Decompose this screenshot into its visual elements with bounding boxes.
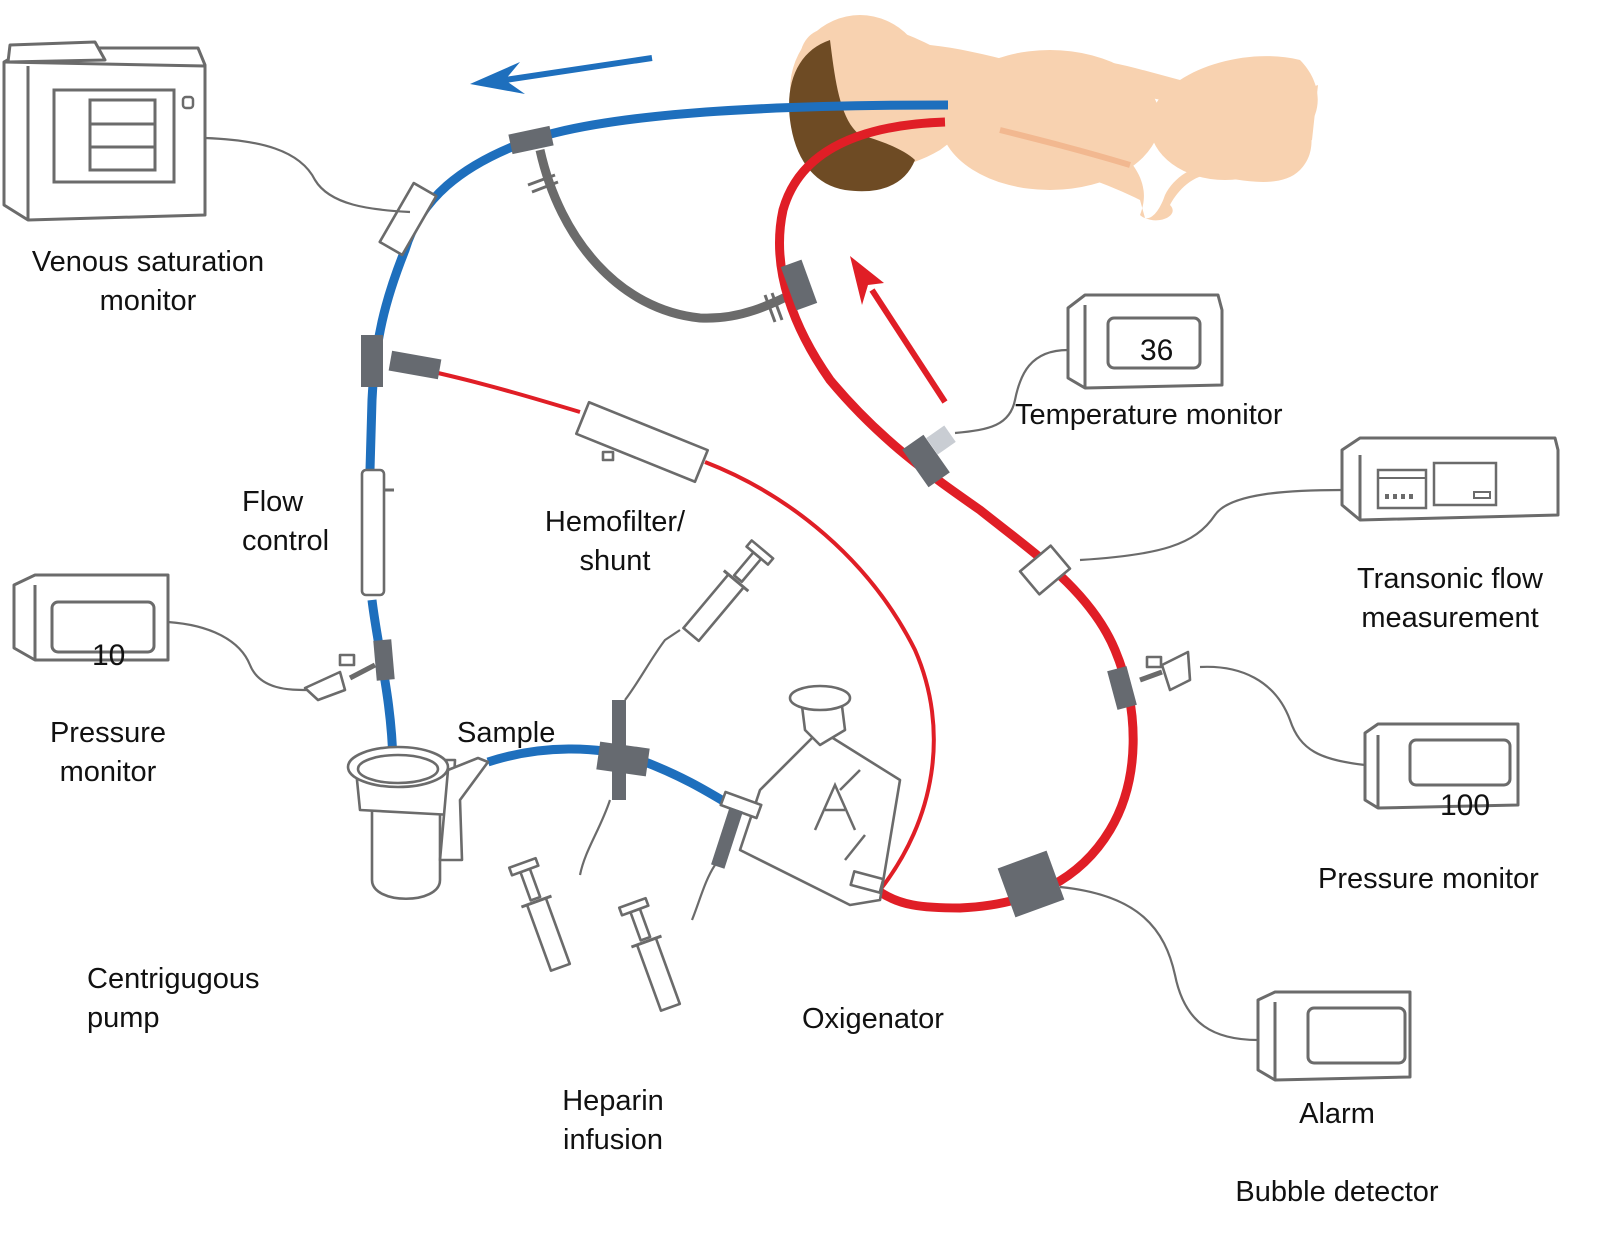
label-sample: Sample [457,717,555,749]
wire-pressure-right [1199,665,1366,767]
syringe-top [682,539,775,643]
svg-text:pump: pump [87,1002,160,1034]
label-venous-saturation-monitor: Venous saturation monitor [32,246,264,317]
hemofilter [574,400,710,484]
label-bubble-detector: Bubble detector [1235,1176,1438,1208]
label-heparin-infusion: Heparin infusion [562,1085,664,1156]
temperature-probe-connector [902,434,950,488]
infant-patient [789,15,1318,221]
oxygenator [719,684,902,907]
syringe-line-right [690,864,716,921]
transonic-flow-probe [1018,544,1072,596]
svg-text:Heparin: Heparin [562,1085,664,1117]
temperature-monitor: 36 [1066,293,1224,390]
bridge-clamp-bottom [763,292,784,323]
bubble-detector-alarm-device [1256,990,1412,1082]
svg-text:monitor: monitor [60,756,157,788]
pressure-transducer-right [1139,650,1192,692]
pressure-monitor-right-device: 100 [1363,722,1520,822]
syringe-left [507,856,572,973]
venous-line [365,100,949,471]
syringe-line-top [624,629,681,701]
bridge-line [535,149,803,323]
svg-text:Venous saturation: Venous saturation [32,246,264,278]
svg-text:Hemofilter/: Hemofilter/ [545,506,686,538]
temperature-readout: 36 [1140,334,1173,367]
label-flow-control: Flow control [242,486,329,557]
sample-port [596,700,650,800]
heparin-connector [711,807,743,869]
venous-saturation-sensor [378,181,438,257]
wire-pressure-left [167,620,309,692]
pressure-left-readout: 10 [92,639,125,672]
label-centrifugal-pump: Centrigugous pump [87,963,260,1034]
svg-text:monitor: monitor [100,285,197,317]
venous-flow-arrow [470,55,653,94]
svg-text:Flow: Flow [242,486,304,518]
syringe-right [617,896,682,1013]
svg-text:Transonic flow: Transonic flow [1357,563,1544,595]
bridge-clamp-top [527,173,559,194]
infant-torso [940,50,1160,190]
infant-foot [1285,85,1318,150]
hemofilter-return-line [704,460,936,892]
label-hemofilter: Hemofilter/ shunt [545,506,686,577]
venous-line-lower [367,599,398,766]
venous-connector-top [508,125,554,155]
venous-saturation-monitor [2,40,207,222]
wire-temperature [954,348,1069,435]
label-transonic-flow: Transonic flow measurement [1357,563,1544,634]
pressure-transducer-left [303,653,377,702]
svg-text:infusion: infusion [563,1124,663,1156]
svg-text:Pressure: Pressure [50,717,166,749]
pressure-connector-right [1107,666,1137,710]
syringe-line-left [578,799,612,876]
wire-transonic [1079,488,1343,562]
shunt-connector [388,350,442,380]
temperature-probe [926,425,956,455]
pressure-right-readout: 100 [1440,789,1490,822]
flow-control-clamp [360,468,394,597]
transonic-flow-monitor [1340,436,1560,522]
label-oxygenator: Oxigenator [802,1003,944,1035]
svg-text:Centrigugous: Centrigugous [87,963,260,995]
infant-arm [999,127,1131,168]
svg-text:measurement: measurement [1361,602,1538,634]
arterial-connector-bridge [780,259,818,311]
venous-connector-y [361,335,383,387]
pressure-monitor-left-device: 10 [12,573,170,672]
svg-text:control: control [242,525,329,557]
wire-venous-saturation [204,136,411,214]
centrifugal-pump [346,745,490,900]
infant-leg [1150,70,1300,180]
wire-bubble-detector [1059,885,1259,1042]
pressure-connector-left [373,639,395,681]
hemofilter-shunt-line [437,371,581,414]
label-pressure-monitor-left: Pressure monitor [50,717,166,788]
bubble-detector-sensor [997,850,1065,918]
label-pressure-monitor-right: Pressure monitor [1318,863,1539,895]
arterial-flow-arrow [850,256,948,404]
label-temperature-monitor: Temperature monitor [1015,399,1283,431]
label-alarm: Alarm [1299,1098,1375,1130]
svg-text:shunt: shunt [580,545,651,577]
